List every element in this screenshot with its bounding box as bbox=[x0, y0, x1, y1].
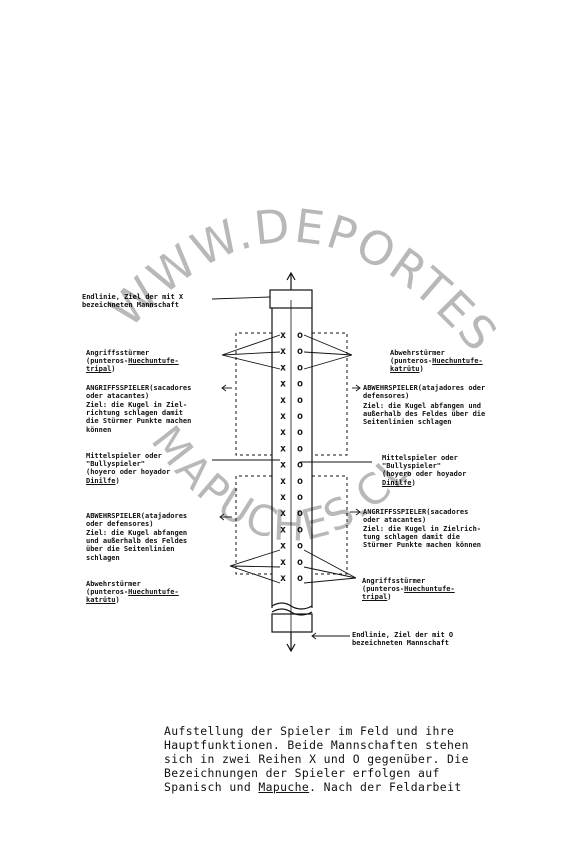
defense-player-left-label: ABWEHRSPIELER(atajadores oder defensores… bbox=[86, 512, 188, 529]
arrowhead-defense-right bbox=[355, 384, 361, 392]
player-x-mark: x bbox=[280, 573, 286, 584]
player-o-mark: o bbox=[297, 427, 303, 438]
endline-o-label: Endlinie, Ziel der mit O bezeichneten Ma… bbox=[352, 631, 454, 648]
player-o-mark: o bbox=[297, 330, 303, 341]
player-o-mark: o bbox=[297, 395, 303, 406]
player-x-mark: x bbox=[280, 362, 286, 373]
player-x-mark: x bbox=[280, 395, 286, 406]
player-x-mark: x bbox=[280, 346, 286, 357]
player-x-mark: x bbox=[280, 427, 286, 438]
defense-player-right-label: ABWEHRSPIELER(atajadores oder defensores… bbox=[363, 384, 486, 401]
defense-forward-left-label: Abwehrstürmer (punteros-Huechuntufe- kat… bbox=[86, 580, 179, 605]
leader-defense-left-a bbox=[229, 549, 281, 567]
lower-left-zone bbox=[235, 475, 272, 575]
midfield-right-label: Mittelspieler oder "Bullyspieler" (hoyer… bbox=[382, 454, 467, 487]
attack-forward-right-label: Angriffsstürmer (punteros-Huechuntufe- t… bbox=[362, 577, 455, 602]
leader-attack-left-b bbox=[221, 351, 281, 356]
player-o-mark: o bbox=[297, 573, 303, 584]
attack-forward-left-label: Angriffsstürmer (punteros-Huechuntufe- t… bbox=[86, 349, 179, 374]
leader-endline-x bbox=[211, 296, 271, 300]
bottom-arrow-head bbox=[286, 643, 296, 653]
leader-defense-right-c bbox=[303, 354, 353, 370]
player-x-mark: x bbox=[280, 541, 286, 552]
player-o-mark: o bbox=[297, 476, 303, 487]
player-o-mark: o bbox=[297, 362, 303, 373]
player-x-mark: x bbox=[280, 443, 286, 454]
player-o-mark: o bbox=[297, 508, 303, 519]
endline-x-label: Endlinie, Ziel der mit X bezeichneten Ma… bbox=[82, 293, 184, 310]
player-o-mark: o bbox=[297, 492, 303, 503]
player-x-mark: x bbox=[280, 460, 286, 471]
midfield-left-label: Mittelspieler oder "Bullyspieler" (hoyer… bbox=[86, 452, 171, 485]
bottom-end-box bbox=[271, 613, 313, 633]
figure-caption: Aufstellung der Spieler im Feld und ihre… bbox=[164, 724, 469, 794]
leader-defense-right-a bbox=[303, 334, 353, 356]
defense-goal-right-label: Ziel: die Kugel abfangen und außerhalb d… bbox=[363, 402, 486, 427]
player-o-mark: o bbox=[297, 524, 303, 535]
attack-goal-right-label: Ziel: die Kugel in Zielrich- tung schlag… bbox=[363, 525, 482, 550]
player-o-mark: o bbox=[297, 411, 303, 422]
lower-right-zone bbox=[312, 475, 348, 575]
attack-player-right-label: ANGRIFFSSPIELER(sacadores oder atacantes… bbox=[363, 508, 469, 525]
arrowhead-attack-left bbox=[221, 384, 227, 392]
leader-attack-right-c bbox=[303, 577, 357, 584]
top-arrow-head bbox=[286, 271, 296, 281]
leader-attack-right-b bbox=[303, 566, 357, 579]
player-x-mark: x bbox=[280, 524, 286, 535]
leader-defense-left-c bbox=[229, 565, 281, 584]
player-x-mark: x bbox=[280, 508, 286, 519]
upper-right-zone bbox=[312, 332, 348, 456]
defense-forward-right-label: Abwehrstürmer (punteros-Huechuntufe- kat… bbox=[390, 349, 483, 374]
defense-goal-left-label: Ziel: die Kugel abfangen und außerhalb d… bbox=[86, 529, 188, 562]
player-x-mark: x bbox=[280, 492, 286, 503]
player-x-mark: x bbox=[280, 476, 286, 487]
upper-left-zone bbox=[235, 332, 272, 456]
leader-attack-right-a bbox=[303, 549, 357, 579]
player-x-mark: x bbox=[280, 557, 286, 568]
bottom-break-top bbox=[271, 602, 313, 610]
arrowhead-endline-o bbox=[311, 632, 317, 640]
leader-defense-left-b bbox=[229, 565, 281, 568]
player-o-mark: o bbox=[297, 460, 303, 471]
attack-player-left-label: ANGRIFFSSPIELER(sacadores oder atacantes… bbox=[86, 384, 192, 401]
player-o-mark: o bbox=[297, 346, 303, 357]
player-o-mark: o bbox=[297, 443, 303, 454]
leader-defense-right-b bbox=[303, 351, 353, 356]
player-x-mark: x bbox=[280, 411, 286, 422]
leader-attack-left-a bbox=[221, 334, 281, 356]
arrowhead-attack-right bbox=[355, 508, 361, 516]
leader-attack-left-c bbox=[221, 354, 281, 370]
arrowhead-defense-left bbox=[219, 513, 225, 521]
player-o-mark: o bbox=[297, 379, 303, 390]
player-o-mark: o bbox=[297, 541, 303, 552]
player-o-mark: o bbox=[297, 557, 303, 568]
attack-goal-left-label: Ziel: die Kugel in Ziel- richtung schlag… bbox=[86, 401, 192, 434]
player-x-mark: x bbox=[280, 379, 286, 390]
player-x-mark: x bbox=[280, 330, 286, 341]
